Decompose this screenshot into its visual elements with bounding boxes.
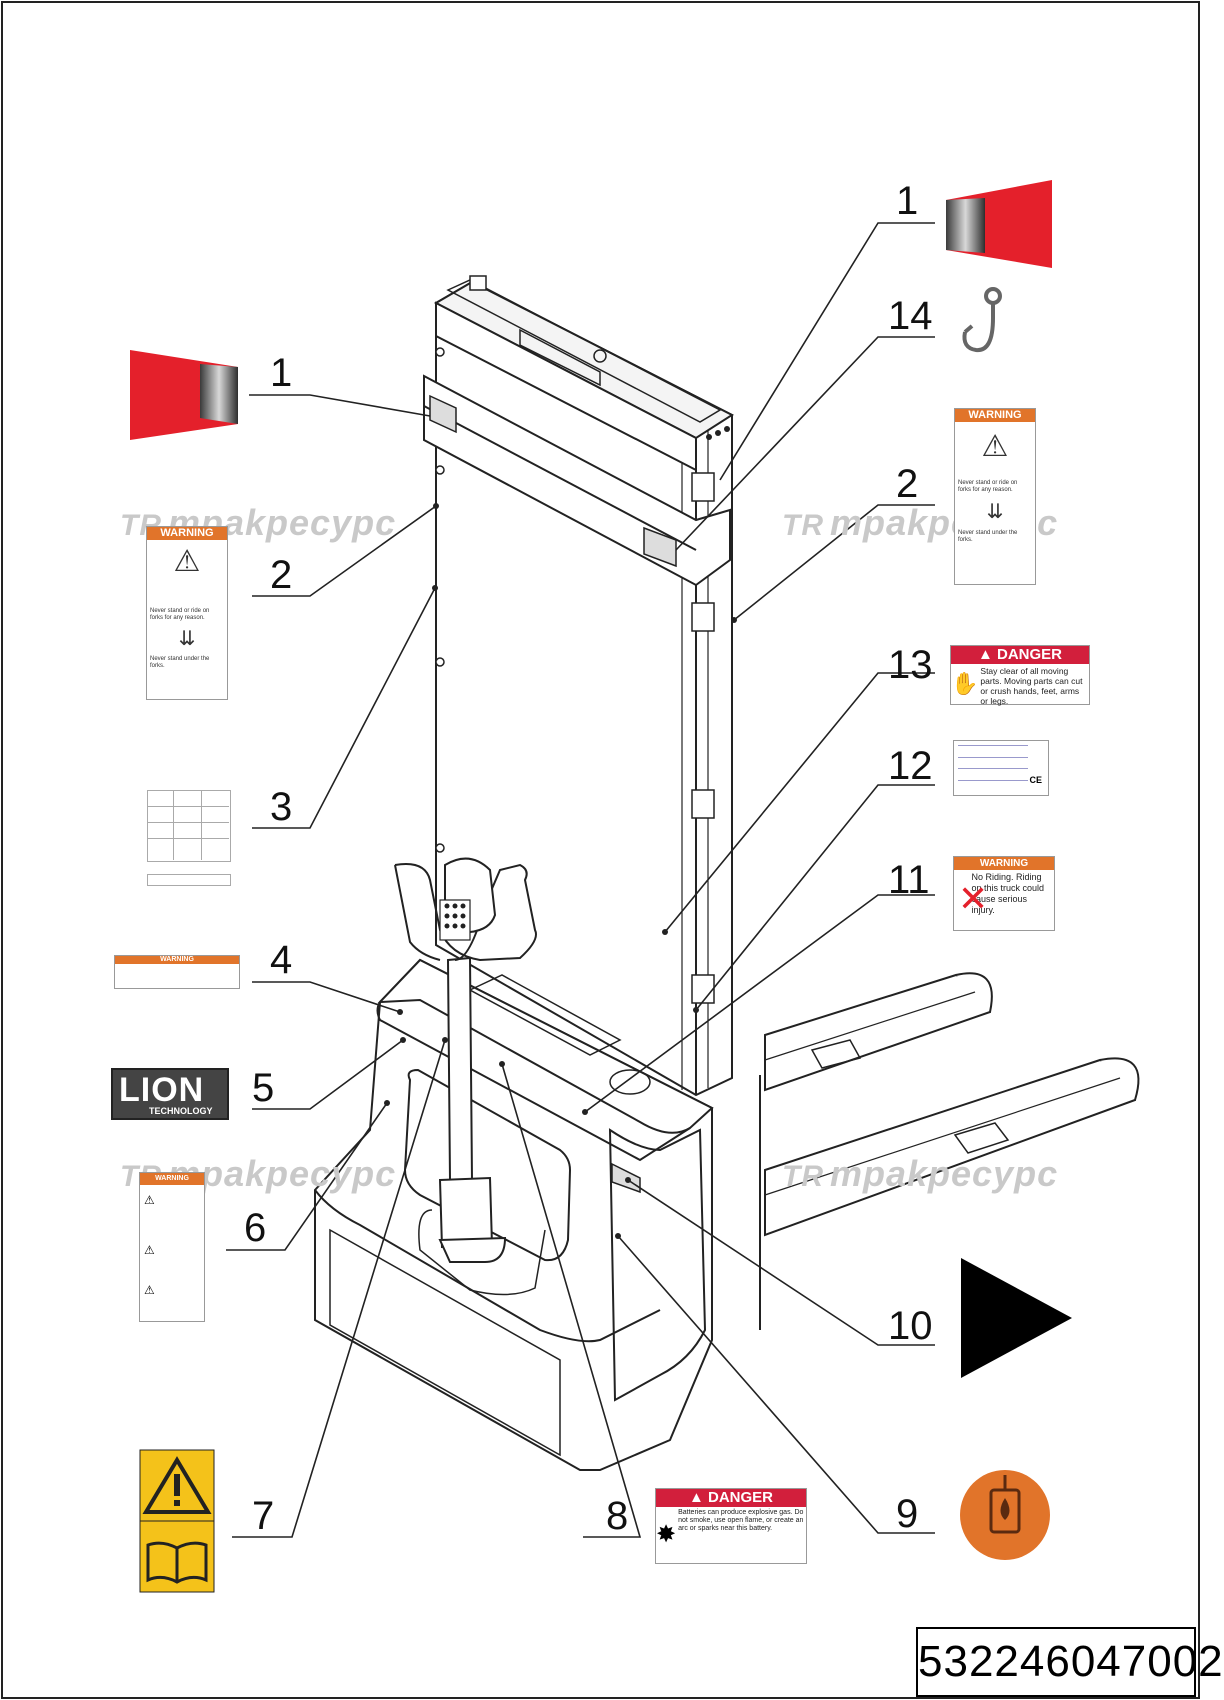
data-plate-label: CE (953, 740, 1049, 796)
danger-moving-parts-label: ▲ DANGER ✋ Stay clear of all moving part… (950, 645, 1090, 706)
reflector-right-icon (946, 180, 1052, 268)
callout-10: 10 (888, 1304, 933, 1348)
danger-alert-icon-2: ▲ (688, 1489, 708, 1506)
crush-icon-right: ⇊ (986, 501, 1004, 523)
mast (423, 275, 735, 1097)
warning-forks-label-left: WARNING ⚠ Never stand or ride on forks f… (146, 526, 228, 700)
read-manual-icon (139, 1449, 215, 1593)
callout-3: 3 (270, 785, 293, 829)
callout-6: 6 (244, 1206, 267, 1250)
callout-4: 4 (270, 938, 293, 982)
callout-8: 8 (606, 1494, 629, 1538)
callout-7: 7 (252, 1494, 275, 1538)
callout-5: 5 (252, 1066, 275, 1110)
callout-2-right: 2 (896, 462, 919, 506)
battery-danger-label: ▲ DANGER ✸ Batteries can produce explosi… (655, 1488, 807, 1564)
fall-icon: ⚠ (173, 545, 201, 578)
callout-1-right: 1 (896, 179, 919, 223)
part-number: 532246047002 (916, 1627, 1223, 1697)
callout-13: 13 (888, 643, 933, 687)
danger-alert-icon: ▲ (977, 646, 997, 663)
warning-forks-label-right: WARNING ⚠ Never stand or ride on forks f… (954, 408, 1036, 585)
callout-9: 9 (896, 1492, 919, 1536)
leader-lines (226, 222, 935, 1538)
lion-technology-logo: LION TECHNOLOGY (111, 1068, 229, 1120)
oil-level-icon (960, 1470, 1050, 1560)
operation-warning-label: WARNING ⚠ ⚠ ⚠ (139, 1172, 205, 1322)
hook-icon (962, 287, 1002, 353)
callout-11: 11 (888, 858, 930, 902)
callout-14: 14 (888, 294, 933, 338)
fall-icon-right: ⚠ (981, 430, 1009, 463)
callout-2-left: 2 (270, 553, 293, 597)
reflector-left-icon (130, 350, 238, 440)
warning-triangle-icon-3: ⚠ (144, 1283, 155, 1297)
no-riding-icon: ✕ (958, 878, 989, 919)
hand-crush-icon: ✋ (951, 671, 979, 696)
direction-triangle-icon (961, 1258, 1072, 1378)
explosion-icon: ✸ (656, 1521, 677, 1548)
forks (759, 972, 1140, 1330)
callout-1-left: 1 (270, 351, 293, 395)
warning-triangle-icon: ⚠ (144, 1193, 155, 1207)
no-riding-label: WARNING ✕ No Riding. Riding on this truc… (953, 856, 1055, 931)
crush-icon: ⇊ (178, 628, 196, 650)
electrical-warning-label: WARNING (114, 955, 240, 989)
load-chart-label (143, 770, 233, 890)
page-frame (1, 1, 1200, 1699)
warning-triangle-icon-2: ⚠ (144, 1243, 155, 1257)
callout-12: 12 (888, 744, 933, 788)
leader-dots (384, 503, 737, 1239)
tiller (394, 857, 546, 1296)
